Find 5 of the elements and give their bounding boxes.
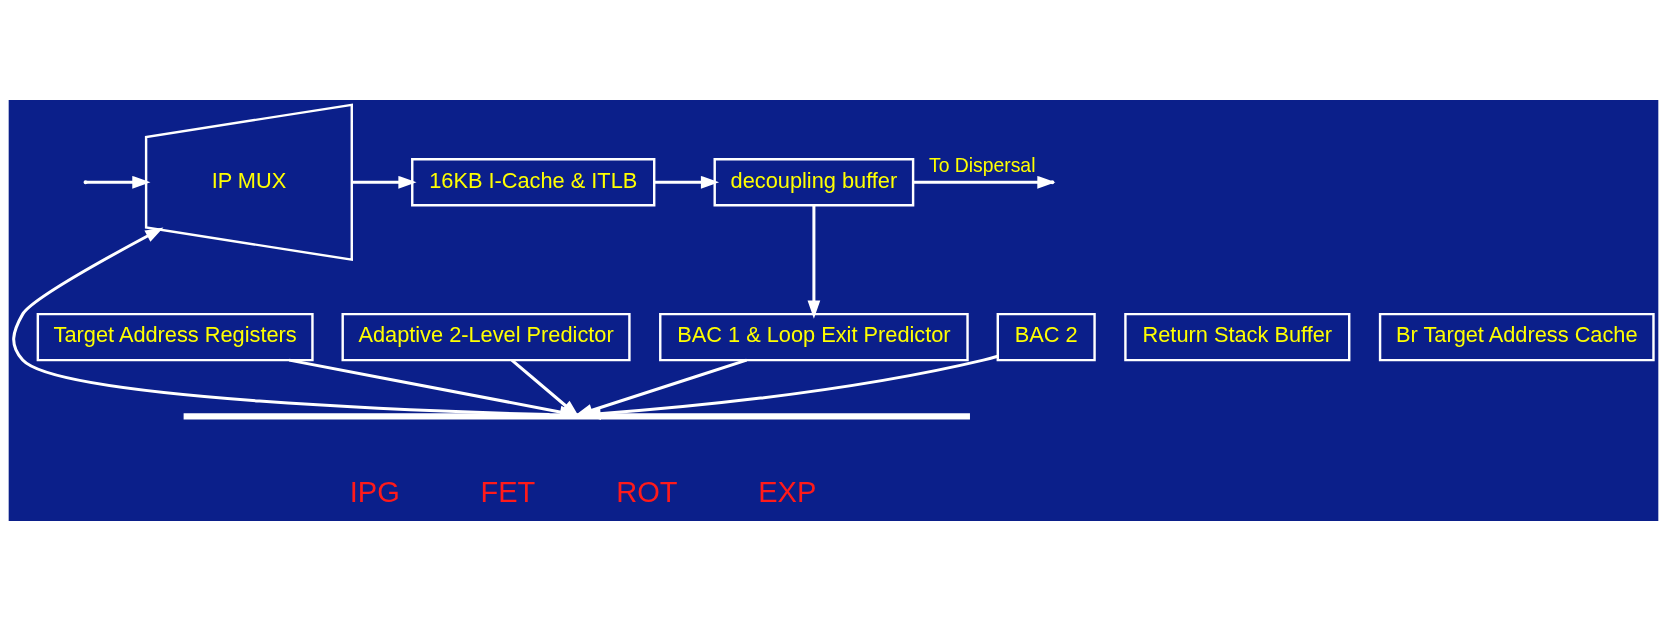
label: IPG bbox=[349, 475, 400, 508]
label: EXP bbox=[758, 475, 817, 508]
label: ROT bbox=[616, 475, 678, 508]
edge-label: To Dispersal bbox=[929, 154, 1036, 177]
label: FET bbox=[480, 475, 536, 508]
